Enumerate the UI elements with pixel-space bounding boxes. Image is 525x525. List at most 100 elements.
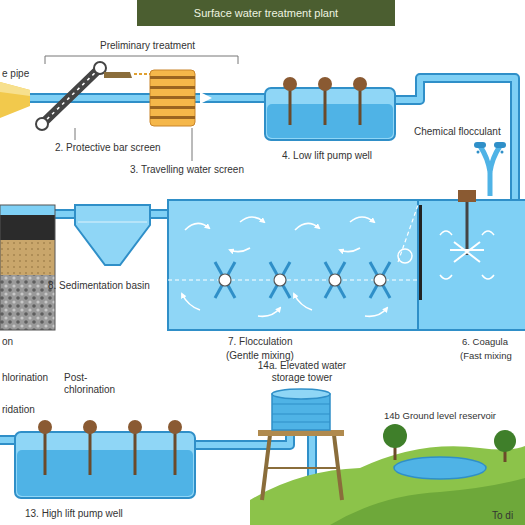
pipe-part (150, 211, 168, 217)
travelling-screen-part (192, 128, 193, 161)
part-label: 7. Flocculation (228, 336, 292, 348)
direction-label: To di (492, 510, 513, 522)
coagulation-tank-part (458, 190, 476, 202)
flocculation-basin-part-part (240, 217, 264, 222)
section-label: Preliminary treatment (100, 40, 195, 52)
pipe-part (0, 93, 265, 103)
filter-bed-part (0, 215, 55, 240)
travelling-screen-part (150, 116, 195, 119)
intake-pipe (0, 82, 30, 118)
part-label: e pipe (2, 68, 29, 80)
high-lift-pump-well-part (89, 428, 92, 475)
part-label: 4. Low lift pump well (282, 150, 372, 162)
part-label: 3. Travelling water screen (130, 164, 244, 176)
intake-pipe-part (0, 82, 30, 118)
landscape-part (330, 478, 525, 525)
bar-screen (36, 62, 150, 140)
flocculation-basin-part-part (365, 308, 387, 316)
filter-bed-part (0, 275, 55, 330)
flocculation-basin-part (398, 205, 418, 262)
coagulation-tank (418, 190, 525, 330)
pipe-part (55, 211, 75, 217)
travelling-screen-part (150, 96, 195, 99)
part-label: 13. High lift pump well (25, 508, 123, 520)
flocculation-basin-part-part (258, 308, 280, 316)
pipe-part (150, 209, 168, 219)
pipe-part (395, 78, 515, 200)
bar-screen-part (36, 118, 48, 130)
flocculation-basin-part (215, 262, 390, 298)
flocculation-basin-part-part (294, 294, 312, 310)
flocculation-basin-part-part (274, 274, 286, 286)
high-lift-pump-well-part (15, 432, 195, 498)
filter-bed-part (0, 205, 55, 330)
flocculation-basin-part-part (215, 262, 235, 298)
low-lift-pump-well-part (267, 104, 393, 138)
landscape-part (383, 424, 407, 448)
flocculant-dispenser-part (474, 142, 486, 148)
travelling-screen-part (150, 76, 195, 79)
flocculation-basin-part (398, 249, 412, 263)
flocculation-basin-part-part (185, 223, 209, 230)
high-lift-pump-well-part (168, 420, 182, 434)
flocculation-basin-part-part (350, 217, 374, 222)
part-label: 14b Ground level reservoir (384, 410, 496, 422)
part-label: 6. Coagula (462, 336, 508, 348)
flocculation-basin-part-part (270, 262, 290, 298)
part-label: Chemical flocculant (414, 126, 501, 138)
flocculation-basin-part-part (370, 262, 390, 298)
landscape (250, 424, 525, 525)
bracket (45, 56, 238, 64)
flocculation-basin-part-part (325, 262, 345, 298)
flocculation-basin-part-part (295, 223, 319, 230)
landscape-part (250, 446, 525, 525)
travelling-screen-part (150, 106, 195, 109)
flocculation-basin-part-part (325, 262, 345, 298)
part-note: (Fast mixing (460, 350, 512, 362)
sedimentation-basin (75, 205, 150, 265)
elevated-tower-part (272, 404, 330, 422)
sedimentation-basin-part (78, 222, 147, 223)
pipe-part (55, 209, 75, 219)
elevated-tower-part (266, 467, 338, 469)
low-lift-pump-well (265, 77, 395, 140)
sedimentation-basin-part (75, 205, 150, 265)
bar-screen-part (104, 72, 132, 78)
bar-screen-part (42, 68, 100, 124)
flocculation-basin-part (219, 274, 386, 286)
process-label: ridation (2, 404, 35, 416)
travelling-screen-part (150, 70, 195, 126)
bar-screen-part (75, 128, 76, 140)
high-lift-pump-well-part (44, 428, 47, 475)
flocculation-basin (168, 200, 418, 330)
flocculation-basin-part (182, 217, 387, 316)
part-label: 2. Protective bar screen (55, 142, 161, 154)
high-lift-pump-well-part (17, 450, 193, 496)
flocculation-basin-part-part (340, 248, 360, 252)
flocculant-dispenser-part (480, 146, 500, 172)
high-lift-pump-well-part (83, 420, 97, 434)
part-label: on (2, 336, 13, 348)
travelling-screen-part (150, 86, 195, 89)
filter-bed (0, 205, 55, 330)
bracket-part (45, 56, 238, 64)
pipe-part (0, 435, 15, 445)
low-lift-pump-well-part (283, 77, 297, 91)
flocculation-basin-part-part (329, 274, 341, 286)
pipe-part (0, 95, 265, 101)
high-lift-pump-well-part (174, 428, 177, 475)
coagulation-tank-part (418, 200, 525, 330)
flocculant-dispenser (474, 142, 506, 196)
flocculant-dispenser-part (477, 151, 480, 154)
elevated-tower-part (258, 430, 344, 436)
flocculation-basin-part-part (219, 274, 231, 286)
landscape-part (394, 457, 486, 479)
flocculation-basin-part-part (230, 248, 250, 252)
bar-screen-part (42, 68, 100, 124)
coagulation-tank-part (450, 242, 484, 262)
flocculation-basin-part-part (215, 262, 235, 298)
high-lift-pump-well-part (134, 428, 137, 475)
process-label: Post- chlorination (64, 372, 126, 396)
